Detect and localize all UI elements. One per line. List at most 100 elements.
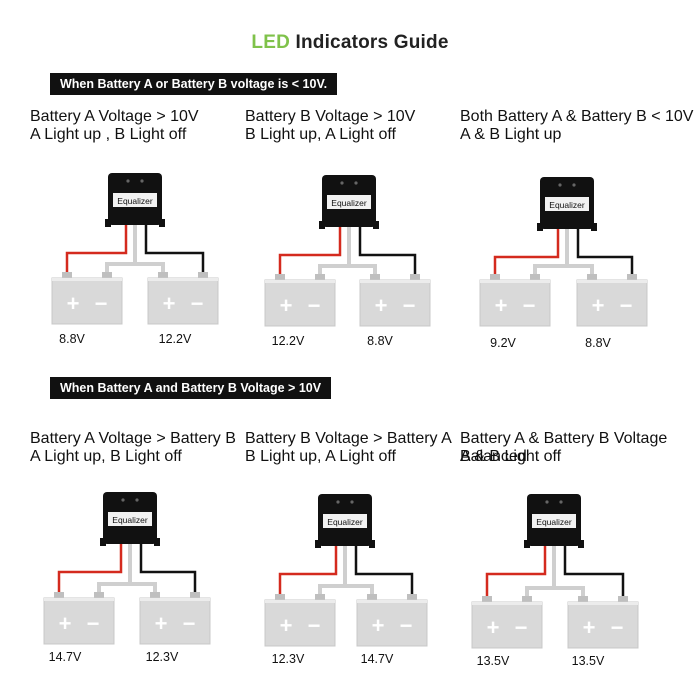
light-status-label: B Light up, A Light off	[245, 126, 396, 143]
s0c0-equalizer: Equalizer	[105, 173, 165, 227]
s1c0-right-battery-top	[140, 598, 210, 601]
s0c2-ground-wire	[533, 264, 594, 274]
s1c2-black-wire	[563, 546, 625, 596]
s1c2-left-battery: +−	[471, 596, 543, 649]
s1c1-red-wire	[278, 546, 338, 594]
condition-label: Battery A & Battery B Voltage Balanced	[460, 430, 668, 465]
s1c0-equalizer-label: Equalizer	[112, 515, 148, 525]
s0c1-equalizer: Equalizer	[319, 175, 379, 229]
s0c2-right-battery-plus-icon: +	[592, 293, 605, 318]
s1c1-left-battery-body	[264, 599, 336, 647]
s0c0-equalizer-label-plate	[113, 193, 157, 207]
s0c2-red-wire	[493, 229, 560, 274]
s1c0-equalizer-tab-right	[154, 538, 160, 546]
s0c1-left-battery-terminal-pos	[275, 274, 285, 280]
s0c0-right-battery-body	[147, 277, 219, 325]
s0c1-equalizer-body	[322, 175, 376, 227]
s1c2-right-battery-minus-icon: −	[611, 615, 624, 640]
condition-label: Both Battery A & Battery B < 10V	[460, 108, 694, 125]
s1c1-left-battery: +−	[264, 594, 336, 647]
s0c1-right-battery-plus-icon: +	[375, 293, 388, 318]
s0c1-left-battery-plus-icon: +	[280, 293, 293, 318]
s0c0-red-wire	[65, 225, 128, 272]
s1c2-equalizer: Equalizer	[524, 494, 584, 548]
s1c2-right-battery-body	[567, 601, 639, 649]
s0c1-black-wire	[358, 227, 417, 274]
s1c1-ground-wire	[318, 584, 374, 594]
s0c2-equalizer-label: Equalizer	[549, 200, 585, 210]
s1c2-right-battery-terminal-neg	[618, 596, 628, 602]
s1c1-led-b-icon	[350, 500, 354, 504]
title-led: LED	[251, 32, 290, 53]
battery-a-voltage: 8.8V	[59, 332, 85, 346]
condition-label: Battery A Voltage > Battery B	[30, 430, 236, 447]
s1c1-led-a-icon	[336, 500, 340, 504]
section-banner-low-voltage: When Battery A or Battery B voltage is <…	[50, 73, 338, 95]
battery-b-voltage: 8.8V	[367, 334, 393, 348]
s0c2-equalizer-label-plate	[545, 197, 589, 211]
s0c0-right-battery-terminal-pos	[158, 272, 168, 278]
s1c0-red-wire	[57, 544, 123, 592]
s0c2-right-battery-top	[577, 280, 647, 283]
s0c1-left-battery-terminal-neg	[315, 274, 325, 280]
s0c0-right-battery-terminal-neg	[198, 272, 208, 278]
s0c1-right-battery-top	[360, 280, 430, 283]
s1c2-right-battery-terminal-pos	[578, 596, 588, 602]
s1c0-led-a-icon	[121, 498, 125, 502]
s1c2-left-battery-body	[471, 601, 543, 649]
battery-b-voltage: 8.8V	[585, 336, 611, 350]
s0c0-right-battery-top	[148, 278, 218, 281]
battery-b-voltage: 12.3V	[145, 650, 179, 664]
s1c1-right-battery-minus-icon: −	[400, 613, 413, 638]
s0c1-right-battery-terminal-pos	[370, 274, 380, 280]
s0c0-left-battery-terminal-neg	[102, 272, 112, 278]
s0c1-ground-wire	[318, 264, 377, 274]
s1c1-left-battery-minus-icon: −	[308, 613, 321, 638]
s1c2-equalizer-tab-right	[578, 540, 584, 548]
s1c2-equalizer-tab-left	[524, 540, 530, 548]
s0c0-left-battery-terminal-pos	[62, 272, 72, 278]
s0c2-left-battery-body	[479, 279, 551, 327]
s1c0-left-battery-top	[44, 598, 114, 601]
s1c2-ground-wire	[525, 586, 585, 596]
s1c0-right-battery-body	[139, 597, 211, 645]
s0c1-led-a-icon	[340, 181, 344, 185]
s0c2-right-battery-terminal-pos	[587, 274, 597, 280]
light-status-label: A Light up , B Light off	[30, 126, 187, 143]
battery-a-voltage: 12.2V	[271, 334, 305, 348]
s1c2-right-battery-top	[568, 602, 638, 605]
s1c0-left-battery-terminal-pos	[54, 592, 64, 598]
s1c2-right-battery-plus-icon: +	[583, 615, 596, 640]
s1c1-equalizer-tab-left	[315, 540, 321, 548]
s0c0-left-battery-plus-icon: +	[67, 291, 80, 316]
condition-label: Battery A Voltage > 10V	[30, 108, 199, 125]
page-title: LED Indicators Guide	[0, 32, 700, 54]
s0c2-equalizer-tab-left	[537, 223, 543, 231]
battery-a-voltage: 9.2V	[490, 336, 516, 350]
s1c2-equalizer-label-plate	[532, 514, 576, 528]
s0c1-left-battery-body	[264, 279, 336, 327]
s0c1-red-wire	[278, 227, 342, 274]
battery-b-voltage: 14.7V	[360, 652, 394, 666]
s0c2-left-battery: +−	[479, 274, 551, 327]
s0c2-right-battery-body	[576, 279, 648, 327]
s0c1-right-battery-terminal-neg	[410, 274, 420, 280]
battery-b-voltage: 12.2V	[158, 332, 192, 346]
s0c1-left-battery: +−	[264, 274, 336, 327]
s1c0-equalizer: Equalizer	[100, 492, 160, 546]
s0c0-right-battery-minus-icon: −	[191, 291, 204, 316]
s1c0-right-battery-terminal-pos	[150, 592, 160, 598]
s0c1-left-battery-top	[265, 280, 335, 283]
s0c2-left-battery-top	[480, 280, 550, 283]
s1c0-right-battery: +−	[139, 592, 211, 645]
battery-a-voltage: 14.7V	[48, 650, 82, 664]
light-status-label: A Light up, B Light off	[30, 448, 182, 465]
s0c2-left-battery-plus-icon: +	[495, 293, 508, 318]
s1c2-red-wire	[485, 546, 547, 596]
s1c2-equalizer-label: Equalizer	[536, 517, 572, 527]
s1c1-right-battery-terminal-neg	[407, 594, 417, 600]
s0c1-right-battery-minus-icon: −	[403, 293, 416, 318]
